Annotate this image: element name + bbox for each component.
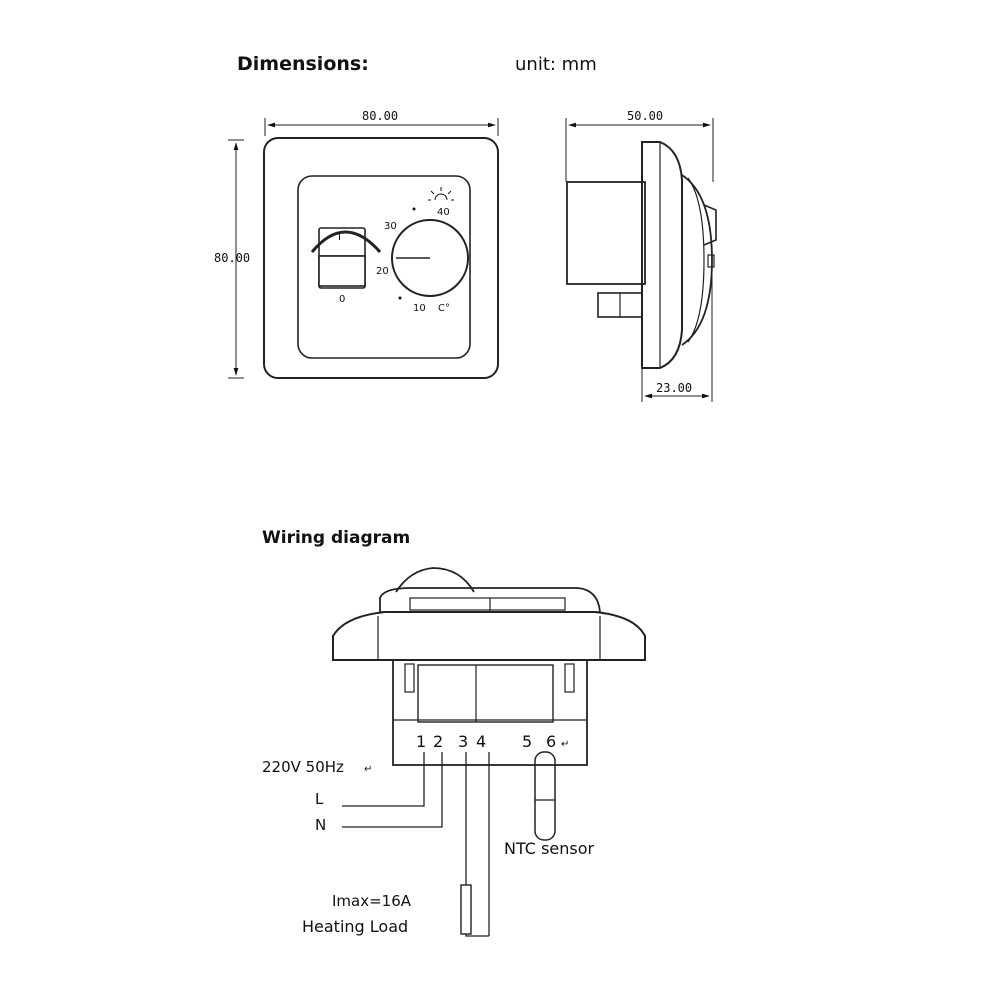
terminal-2: 2 bbox=[433, 732, 443, 751]
current-label: Imax=16A bbox=[332, 892, 412, 910]
terminal-3: 3 bbox=[458, 732, 468, 751]
line-label: L bbox=[315, 790, 324, 808]
sun-icon bbox=[428, 187, 454, 201]
terminal-1: 1 bbox=[416, 732, 426, 751]
supply-return-mark-icon: ↵ bbox=[364, 764, 372, 775]
dial-unit-symbol: C° bbox=[438, 303, 450, 314]
switch-off-label: 0 bbox=[339, 294, 345, 305]
wiring-title: Wiring diagram bbox=[262, 528, 410, 548]
dial-dot-bottom bbox=[398, 296, 402, 300]
terminal-5: 5 bbox=[522, 732, 532, 751]
front-width-label: 80.00 bbox=[362, 109, 398, 123]
terminal-6: 6 bbox=[546, 732, 556, 751]
dial-mark-30: 30 bbox=[384, 221, 397, 232]
heating-load-label: Heating Load bbox=[302, 917, 408, 936]
supply-label: 220V 50Hz bbox=[262, 758, 344, 776]
heating-load-resistor bbox=[460, 884, 472, 935]
dial-mark-40: 40 bbox=[437, 207, 450, 218]
terminal-4: 4 bbox=[476, 732, 486, 751]
thermostat-bottom-view bbox=[332, 567, 646, 766]
dial-mark-10: 10 bbox=[413, 303, 426, 314]
wires bbox=[342, 751, 556, 937]
neutral-label: N bbox=[315, 816, 326, 834]
side-depth-label: 50.00 bbox=[627, 109, 663, 123]
dial-mark-20: 20 bbox=[376, 266, 389, 277]
dial-dot-top bbox=[412, 207, 416, 211]
return-mark-icon: ↵ bbox=[561, 739, 569, 750]
side-plate-label: 23.00 bbox=[656, 381, 692, 395]
front-view bbox=[228, 118, 499, 379]
switch-on-label: I bbox=[338, 232, 341, 243]
unit-label: unit: mm bbox=[515, 54, 597, 75]
dimensions-title: Dimensions: bbox=[237, 53, 369, 75]
ntc-sensor-label: NTC sensor bbox=[504, 839, 595, 858]
side-view bbox=[565, 118, 717, 402]
front-height-label: 80.00 bbox=[214, 251, 250, 265]
ntc-sensor-probe bbox=[534, 751, 556, 841]
